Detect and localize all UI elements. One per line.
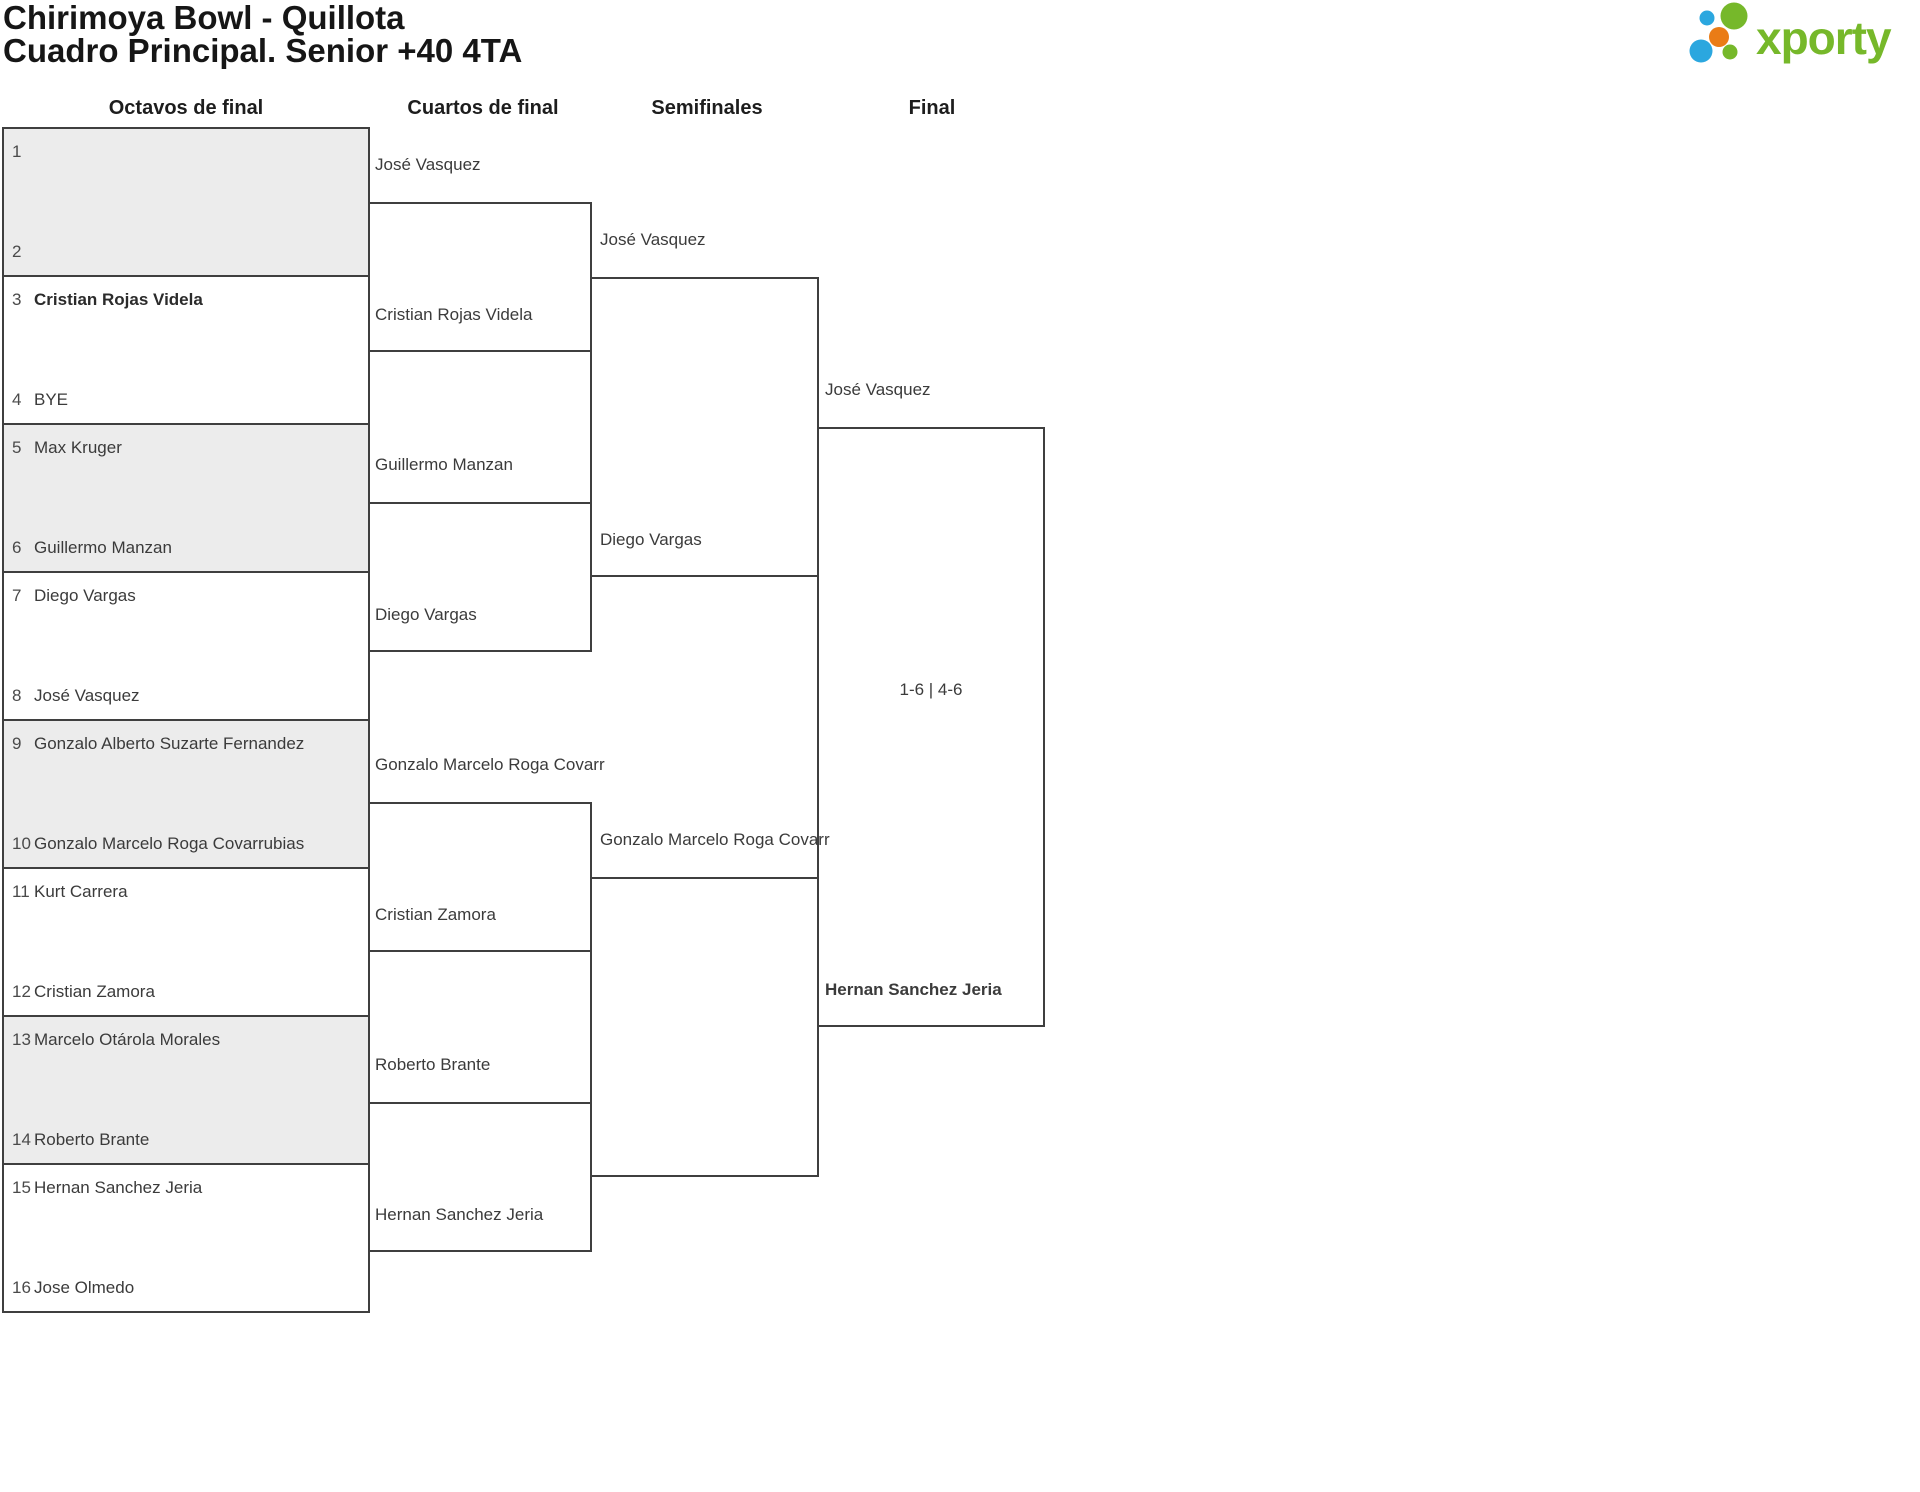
player-name: Gonzalo Alberto Suzarte Fernandez (34, 734, 305, 753)
final-score: 1-6 | 4-6 (899, 680, 963, 699)
cuartos-player-5: Gonzalo Marcelo Roga Covarr (375, 755, 605, 774)
player-name: José Vasquez (34, 686, 140, 705)
player-name: Hernan Sanchez Jeria (34, 1178, 203, 1197)
cuartos-player-6: Cristian Zamora (375, 905, 496, 924)
player-name: Gonzalo Marcelo Roga Covarrubias (34, 834, 305, 853)
player-name: Kurt Carrera (34, 882, 128, 901)
cuartos-player-1: José Vasquez (375, 155, 481, 174)
cuartos-match-1-box (368, 202, 592, 352)
player-name: BYE (34, 390, 69, 409)
semifinal-2-box (590, 877, 819, 1177)
player-name: Cristian Rojas Videla (34, 290, 203, 309)
bracket-slot: 2 (12, 242, 22, 261)
page-title: Chirimoya Bowl - Quillota Cuadro Princip… (3, 1, 522, 67)
player-name: Max Kruger (34, 438, 122, 457)
semifinal-player-3: Gonzalo Marcelo Roga Covarr (600, 830, 830, 849)
xporty-dots-icon (1689, 2, 1748, 63)
cuartos-player-4: Diego Vargas (375, 605, 477, 624)
round-header-cuartos: Cuartos de final (407, 97, 559, 119)
cuartos-match-4-box (368, 1102, 592, 1252)
round-header-octavos: Octavos de final (108, 97, 264, 119)
player-name: Marcelo Otárola Morales (34, 1030, 221, 1049)
cuartos-match-3-box (368, 802, 592, 952)
cuartos-match-2-box (368, 502, 592, 652)
finalist-top: José Vasquez (825, 380, 931, 399)
round-header-semifinales: Semifinales (651, 97, 763, 119)
tournament-name: Chirimoya Bowl - Quillota (3, 0, 405, 36)
cuartos-player-2: Cristian Rojas Videla (375, 305, 533, 324)
round-header-final: Final (908, 97, 956, 119)
cuartos-player-3: Guillermo Manzan (375, 455, 513, 474)
semifinal-player-2: Diego Vargas (600, 530, 702, 549)
draw-name: Cuadro Principal. Senior +40 4TA (3, 32, 523, 69)
champion-name: Hernan Sanchez Jeria (825, 980, 1002, 999)
player-name: Guillermo Manzan (34, 538, 172, 557)
cuartos-player-7: Roberto Brante (375, 1055, 491, 1074)
player-name: Roberto Brante (34, 1130, 150, 1149)
bracket-slot: 1 (12, 142, 22, 161)
semifinal-player-1: José Vasquez (600, 230, 706, 249)
xporty-logo[interactable]: xporty (1688, 2, 1918, 72)
final-box (817, 427, 1045, 1027)
xporty-logo-text: xporty (1756, 12, 1892, 64)
cuartos-player-8: Hernan Sanchez Jeria (375, 1205, 544, 1224)
player-name: Jose Olmedo (34, 1278, 135, 1297)
player-name: Diego Vargas (34, 586, 136, 605)
player-name: Cristian Zamora (34, 982, 155, 1001)
octavos-match-1: 1 2 (2, 127, 370, 277)
